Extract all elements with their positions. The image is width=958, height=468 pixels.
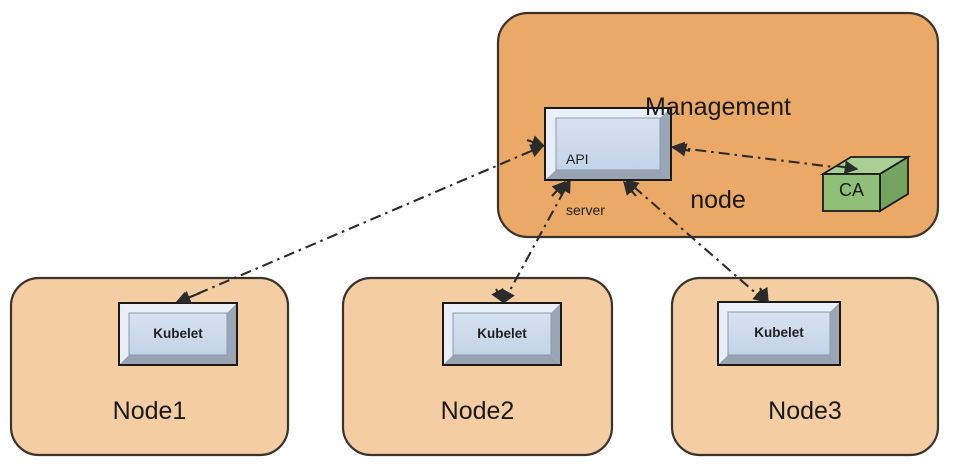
arrowhead-api-bottomleft-in [551, 180, 566, 197]
arrowhead-api-right-in [672, 143, 691, 157]
arrowhead-node3-in [755, 286, 769, 303]
connector-arrowheads-overlay [176, 135, 859, 304]
connector-node1-kubelet-to-api-server [174, 144, 545, 305]
ca-box[interactable] [819, 155, 912, 213]
kubelet-box-node1[interactable] [118, 302, 238, 366]
kubelet-box-node2[interactable] [442, 302, 562, 366]
connector-node3-kubelet-to-api-server [624, 179, 768, 303]
api-server-box[interactable] [544, 107, 672, 181]
arrowhead-api-left-in [526, 135, 546, 149]
connectors-group [174, 141, 860, 305]
arrowhead-ca-in [835, 160, 859, 175]
arrowhead-node1-in [176, 291, 201, 304]
connector-api-server-to-ca [670, 141, 860, 176]
arrowhead-node2-in [491, 287, 504, 304]
kubelet-box-node3[interactable] [717, 301, 841, 366]
arrowhead-api-bottomright-in [623, 180, 638, 197]
